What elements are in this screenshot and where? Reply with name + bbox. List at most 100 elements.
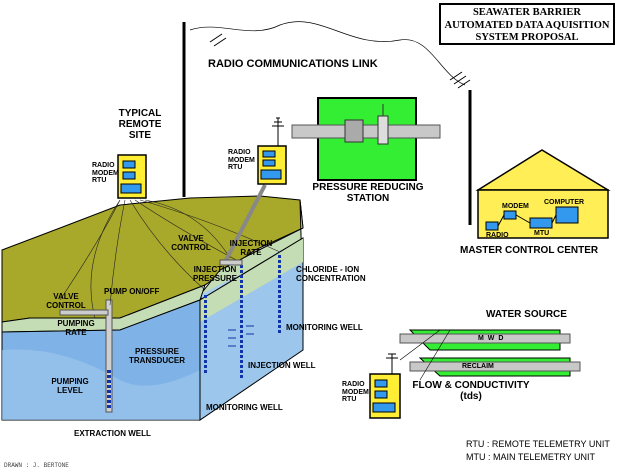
legend: RTU : REMOTE TELEMETRY UNIT MTU : MAIN T… bbox=[466, 438, 610, 464]
house-roof bbox=[475, 149, 611, 191]
mtu-label: MTU bbox=[534, 230, 550, 237]
pressure-pipe bbox=[223, 184, 267, 263]
mcc-radio bbox=[485, 221, 499, 231]
water-source-label: WATER SOURCE bbox=[486, 309, 567, 320]
station-valve-2 bbox=[377, 115, 389, 145]
valve-control-left-1: VALVE bbox=[53, 292, 79, 301]
pumping-rate-1: PUMPING bbox=[57, 319, 95, 328]
station-rtu-modem: MODEM bbox=[228, 156, 255, 164]
mcc-mtu bbox=[529, 217, 553, 229]
remote-rtu-label: RADIO MODEM RTU bbox=[92, 162, 119, 185]
water-gradient bbox=[2, 349, 200, 420]
title-box: SEAWATER BARRIER AUTOMATED DATA AQUISITI… bbox=[439, 3, 615, 45]
injection-pressure-1: INJECTION bbox=[193, 265, 237, 274]
modem-label: MODEM bbox=[502, 203, 529, 210]
remote-radio-module bbox=[122, 160, 136, 169]
injection-rate-label: INJECTION RATE bbox=[228, 239, 274, 258]
signal-cables bbox=[59, 199, 281, 319]
station-main-pipe bbox=[291, 124, 441, 139]
mcc-wiring bbox=[497, 214, 557, 227]
title-line-1: SEAWATER BARRIER bbox=[472, 7, 582, 18]
mcc-computer bbox=[555, 206, 579, 224]
pressure-station-label: PRESSURE REDUCING STATION bbox=[312, 182, 424, 204]
injection-rate-1: INJECTION bbox=[229, 239, 273, 248]
legend-rtu: RTU : REMOTE TELEMETRY UNIT bbox=[466, 439, 610, 449]
pumping-level-2: LEVEL bbox=[57, 385, 83, 395]
valve-control-left-2: CONTROL bbox=[46, 300, 86, 310]
radio-label: RADIO bbox=[486, 232, 509, 239]
pumping-level-label: PUMPING LEVEL bbox=[50, 377, 90, 396]
title-line-3: SYSTEM PROPOSAL bbox=[475, 32, 579, 43]
remote-rtu-rtu: RTU bbox=[92, 177, 107, 185]
station-valve-1 bbox=[344, 119, 364, 143]
antenna-yagi-2 bbox=[449, 71, 471, 89]
mcc-modem bbox=[503, 210, 517, 220]
valve-control-top-2: CONTROL bbox=[171, 242, 211, 252]
reclaim-pipe bbox=[409, 361, 581, 372]
pumping-level-1: PUMPING bbox=[51, 377, 89, 386]
valve-control-left-label: VALVE CONTROL bbox=[46, 292, 86, 311]
title-line-2: AUTOMATED DATA AQUISITION bbox=[444, 19, 610, 31]
radio-link-wave bbox=[189, 21, 466, 86]
house-body bbox=[477, 189, 609, 239]
extraction-well-screen bbox=[107, 370, 111, 410]
injection-well bbox=[240, 265, 243, 380]
monitoring-well-right-label: MONITORING WELL bbox=[286, 323, 363, 332]
chloride-ion-2: CONCENTRATION bbox=[296, 273, 366, 283]
mwd-label: M W D bbox=[478, 335, 505, 342]
monitoring-well-1 bbox=[204, 295, 207, 375]
station-rtu-rtu: RTU bbox=[228, 164, 243, 172]
pumping-rate-label: PUMPING RATE bbox=[56, 319, 96, 338]
chloride-ion-1: CHLORIDE - ION bbox=[296, 265, 360, 274]
water-rtu-module bbox=[372, 402, 396, 413]
pressure-transducer-label: PRESSURE TRANSDUCER bbox=[126, 347, 188, 366]
remote-site-line-2: REMOTE bbox=[118, 119, 162, 130]
pressure-station-vault bbox=[317, 97, 417, 181]
extraction-well-label: EXTRACTION WELL bbox=[74, 429, 151, 438]
flow-conductivity-label: FLOW & CONDUCTIVITY (tds) bbox=[408, 380, 534, 402]
flow-arrows bbox=[228, 325, 254, 347]
computer-label: COMPUTER bbox=[544, 199, 585, 206]
water-modem-module bbox=[374, 390, 388, 399]
typical-remote-site-label: TYPICAL REMOTE SITE bbox=[110, 108, 170, 141]
injection-well-label: INJECTION WELL bbox=[248, 361, 316, 370]
chloride-ion-label: CHLORIDE - ION CONCENTRATION bbox=[296, 265, 366, 284]
extraction-well-casing bbox=[105, 299, 113, 413]
pressure-transducer-1: PRESSURE bbox=[134, 347, 179, 356]
flow-conductivity-1: FLOW & CONDUCTIVITY bbox=[412, 380, 530, 391]
water-rtu-label: RADIO MODEM RTU bbox=[342, 381, 369, 404]
station-rtu-label: RADIO MODEM RTU bbox=[228, 149, 255, 172]
remote-rtu-module bbox=[120, 183, 142, 194]
water-rtu-modem: MODEM bbox=[342, 388, 369, 396]
legend-mtu: MTU : MAIN TELEMETRY UNIT bbox=[466, 452, 596, 462]
discharge-pipe bbox=[59, 309, 109, 316]
remote-rtu-radio: RADIO bbox=[92, 162, 115, 169]
pressure-station-line-1: PRESSURE REDUCING bbox=[312, 182, 424, 193]
station-radio-module bbox=[262, 150, 276, 158]
water-rtu-radio: RADIO bbox=[342, 381, 365, 388]
water-rtu-rtu: RTU bbox=[342, 396, 357, 404]
remote-site-line-3: SITE bbox=[128, 130, 152, 141]
injection-pressure-2: PRESSURE bbox=[192, 273, 237, 283]
antenna-yagi-1 bbox=[209, 33, 227, 47]
injection-pipe bbox=[219, 259, 243, 266]
block-edge-top bbox=[199, 237, 304, 301]
station-rtu-module bbox=[260, 169, 282, 180]
valve-control-top-1: VALVE bbox=[178, 234, 204, 243]
pumping-rate-2: RATE bbox=[65, 327, 87, 337]
flow-conductivity-2: (tds) bbox=[460, 391, 482, 402]
monitoring-well-bottom-label: MONITORING WELL bbox=[206, 403, 283, 412]
water-source-leads bbox=[399, 329, 451, 381]
valve-control-top-label: VALVE CONTROL bbox=[170, 234, 212, 253]
station-modem-module bbox=[262, 159, 276, 167]
remote-modem-module bbox=[122, 171, 136, 180]
mwd-pipe bbox=[399, 333, 571, 344]
remote-site-line-1: TYPICAL bbox=[118, 108, 162, 119]
right-face-soil bbox=[200, 238, 303, 322]
station-rtu-radio: RADIO bbox=[228, 149, 251, 156]
master-control-center-label: MASTER CONTROL CENTER bbox=[460, 245, 599, 256]
pressure-transducer-2: TRANSDUCER bbox=[129, 355, 185, 365]
water-radio-module bbox=[374, 379, 388, 388]
drawn-by-footer: DRAWN : J. BERTONE bbox=[4, 462, 69, 469]
